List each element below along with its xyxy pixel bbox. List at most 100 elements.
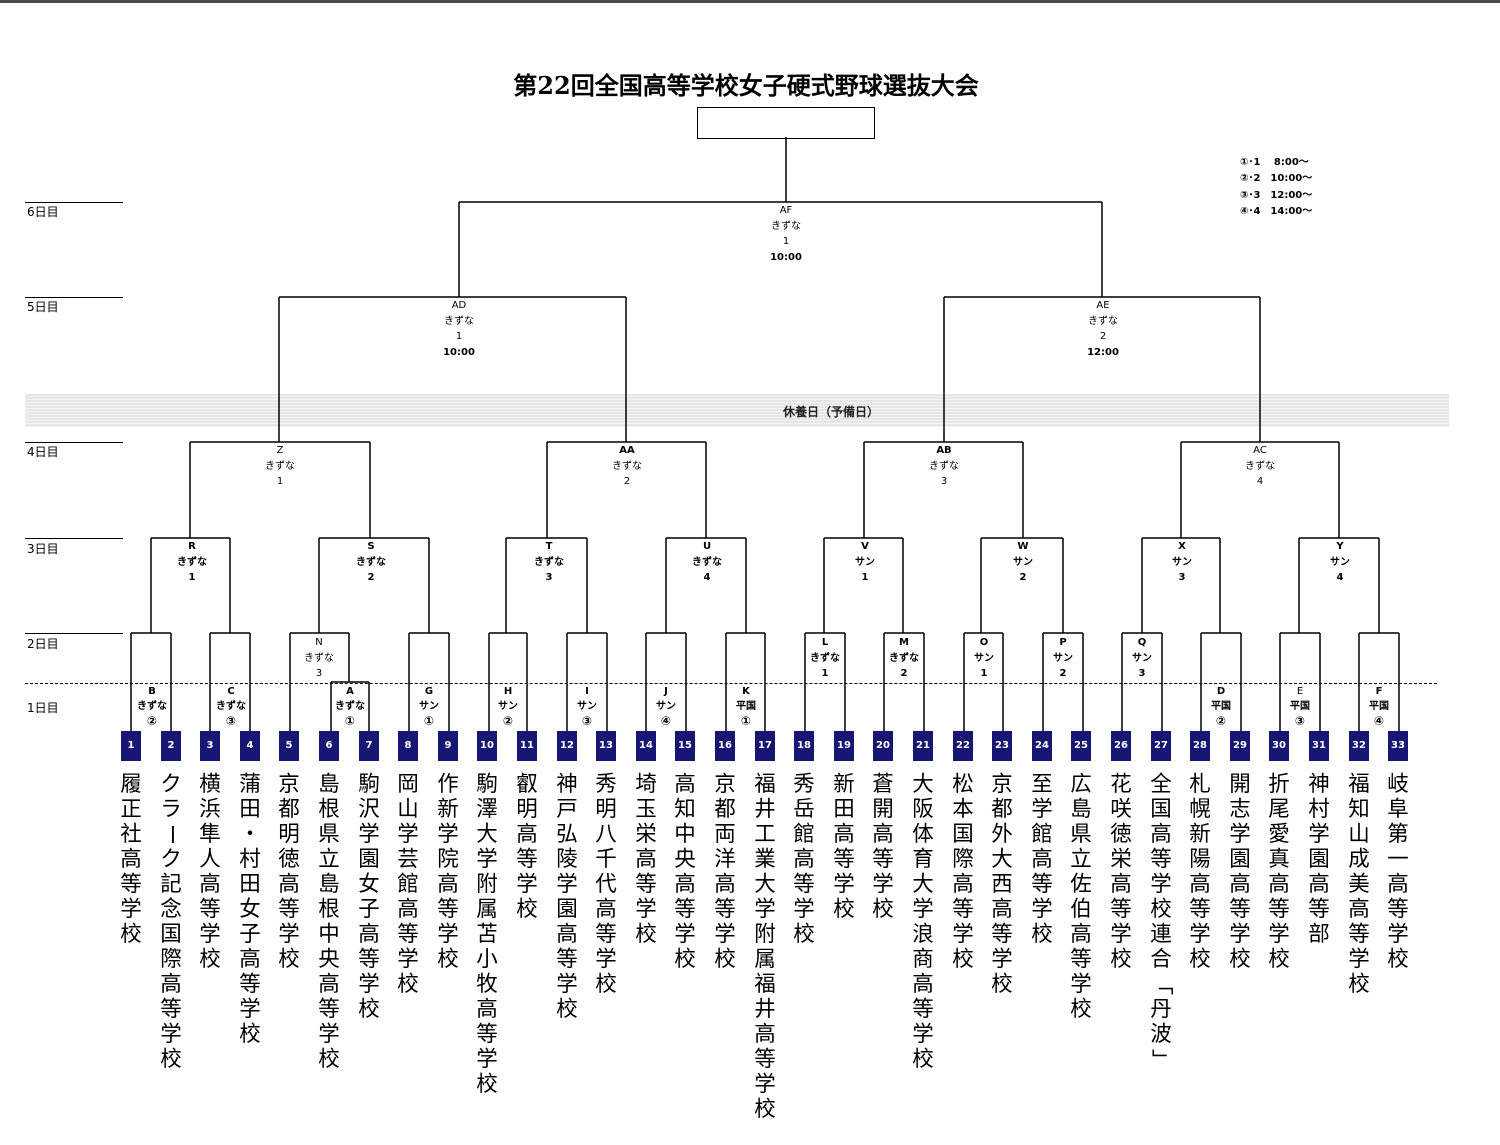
- team-name-26: 花咲徳栄高等学校: [1110, 772, 1132, 972]
- line-P: [1042, 632, 1084, 731]
- team-name-11: 叡明高等学校: [516, 772, 538, 922]
- seed-box-21: 21: [913, 731, 933, 761]
- seed-box-9: 9: [438, 731, 458, 761]
- day-label-3: 3日目: [27, 542, 59, 556]
- team-name-12: 神戸弘陵学園高等学校: [556, 772, 578, 1022]
- day-label-1: 1日目: [27, 701, 59, 715]
- line-AE: [943, 296, 1261, 442]
- team-name-32: 福知山成美高等学校: [1348, 772, 1370, 997]
- team-name-23: 京都外大西高等学校: [991, 772, 1013, 997]
- line-M: [883, 632, 925, 731]
- team-name-28: 札幌新陽高等学校: [1189, 772, 1211, 972]
- team-name-10: 駒澤大学附属苫小牧高等学校: [476, 772, 498, 1097]
- line-Z: [189, 441, 371, 538]
- match-label-S: S きずな 2: [356, 541, 386, 584]
- line-T: [505, 537, 588, 633]
- match-label-R: R きずな 1: [177, 541, 207, 584]
- page-title: 第22回全国高等学校女子硬式野球選抜大会: [513, 71, 979, 100]
- line-S: [318, 537, 430, 633]
- match-label-Q: Q サン 3: [1132, 637, 1152, 680]
- team-name-21: 大阪体育大学浪商高等学校: [912, 772, 934, 1072]
- team-name-9: 作新学院高等学校: [437, 772, 459, 972]
- line-H: [488, 632, 528, 731]
- match-label-AA: AA きずな 2: [612, 445, 642, 488]
- seed-box-2: 2: [161, 731, 181, 761]
- team-name-4: 蒲田・村田女子高等学校: [239, 772, 261, 1047]
- line-D: [1200, 632, 1242, 731]
- match-label-E: E 平国 ③: [1290, 686, 1310, 728]
- team-name-31: 神村学園高等部: [1308, 772, 1330, 947]
- line-X: [1141, 537, 1221, 633]
- line-AC: [1180, 441, 1340, 538]
- line-AF: [458, 137, 1103, 297]
- seed-box-25: 25: [1071, 731, 1091, 761]
- team-name-14: 埼玉栄高等学校: [635, 772, 657, 947]
- seed-box-7: 7: [359, 731, 379, 761]
- team-name-16: 京都両洋高等学校: [714, 772, 736, 972]
- rest-day-label: 休養日（予備日）: [782, 405, 879, 419]
- match-label-H: H サン ②: [498, 686, 518, 728]
- legend-slot-2: ②･2 10:00～: [1240, 173, 1313, 185]
- line-E: [1279, 632, 1321, 731]
- match-label-J: J サン ④: [656, 686, 676, 728]
- team-name-25: 広島県立佐伯高等学校: [1070, 772, 1092, 1022]
- team-name-6: 島根県立島根中央高等学校: [318, 772, 340, 1072]
- team-name-19: 新田高等学校: [833, 772, 855, 922]
- day-label-5: 5日目: [27, 300, 59, 314]
- team-name-2: クラーク記念国際高等学校: [158, 772, 184, 1072]
- seed-box-20: 20: [873, 731, 893, 761]
- seed-box-15: 15: [675, 731, 695, 761]
- team-name-29: 開志学園高等学校: [1229, 772, 1251, 972]
- match-label-Z: Z きずな 1: [265, 445, 295, 488]
- seed-box-28: 28: [1190, 731, 1210, 761]
- line-R: [150, 537, 231, 633]
- seed-box-6: 6: [319, 731, 339, 761]
- seed-box-26: 26: [1111, 731, 1131, 761]
- match-label-N: N きずな 3: [304, 637, 334, 680]
- team-name-18: 秀岳館高等学校: [793, 772, 815, 947]
- seed-box-12: 12: [557, 731, 577, 761]
- team-name-30: 折尾愛真高等学校: [1268, 772, 1290, 972]
- match-label-M: M きずな 2: [889, 637, 919, 680]
- match-label-AD: AD きずな 1 10:00: [443, 300, 475, 358]
- day-label-4: 4日目: [27, 445, 59, 459]
- seed-box-11: 11: [517, 731, 537, 761]
- team-name-1: 履正社高等学校: [120, 772, 142, 947]
- seed-box-18: 18: [794, 731, 814, 761]
- day-line-2: [25, 633, 123, 634]
- team-name-22: 松本国際高等学校: [952, 772, 974, 972]
- match-label-V: V サン 1: [855, 541, 875, 584]
- match-label-T: T きずな 3: [534, 541, 564, 584]
- line-N: [289, 632, 350, 731]
- match-label-AE: AE きずな 2 12:00: [1087, 300, 1119, 358]
- match-label-W: W サン 2: [1013, 541, 1033, 584]
- match-label-I: I サン ③: [577, 686, 597, 728]
- seed-box-32: 32: [1349, 731, 1369, 761]
- seed-box-31: 31: [1309, 731, 1329, 761]
- team-name-8: 岡山学芸館高等学校: [397, 772, 419, 997]
- rest-day-band: 休養日（予備日）: [25, 394, 1449, 427]
- match-label-F: F 平国 ④: [1369, 686, 1389, 728]
- line-AB: [863, 441, 1024, 538]
- seed-box-27: 27: [1151, 731, 1171, 761]
- legend-slot-4: ④･4 14:00～: [1240, 206, 1313, 218]
- champion-box: [697, 107, 875, 139]
- seed-box-17: 17: [755, 731, 775, 761]
- team-name-7: 駒沢学園女子高等学校: [358, 772, 380, 1022]
- line-L: [804, 632, 846, 731]
- match-label-O: O サン 1: [974, 637, 994, 680]
- seed-box-30: 30: [1269, 731, 1289, 761]
- seed-box-19: 19: [834, 731, 854, 761]
- team-name-5: 京都明徳高等学校: [278, 772, 300, 972]
- match-label-AC: AC きずな 4: [1245, 445, 1275, 488]
- line-Y: [1298, 537, 1380, 633]
- match-label-B: B きずな ②: [137, 686, 167, 728]
- time-legend: ①･1 8:00～ ②･2 10:00～ ③･3 12:00～ ④･4 14:0…: [1240, 155, 1312, 221]
- top-border: [0, 0, 1500, 3]
- line-B: [130, 632, 172, 731]
- match-label-AB: AB きずな 3: [929, 445, 959, 488]
- seed-box-10: 10: [477, 731, 497, 761]
- seed-box-23: 23: [992, 731, 1012, 761]
- line-G: [408, 632, 450, 731]
